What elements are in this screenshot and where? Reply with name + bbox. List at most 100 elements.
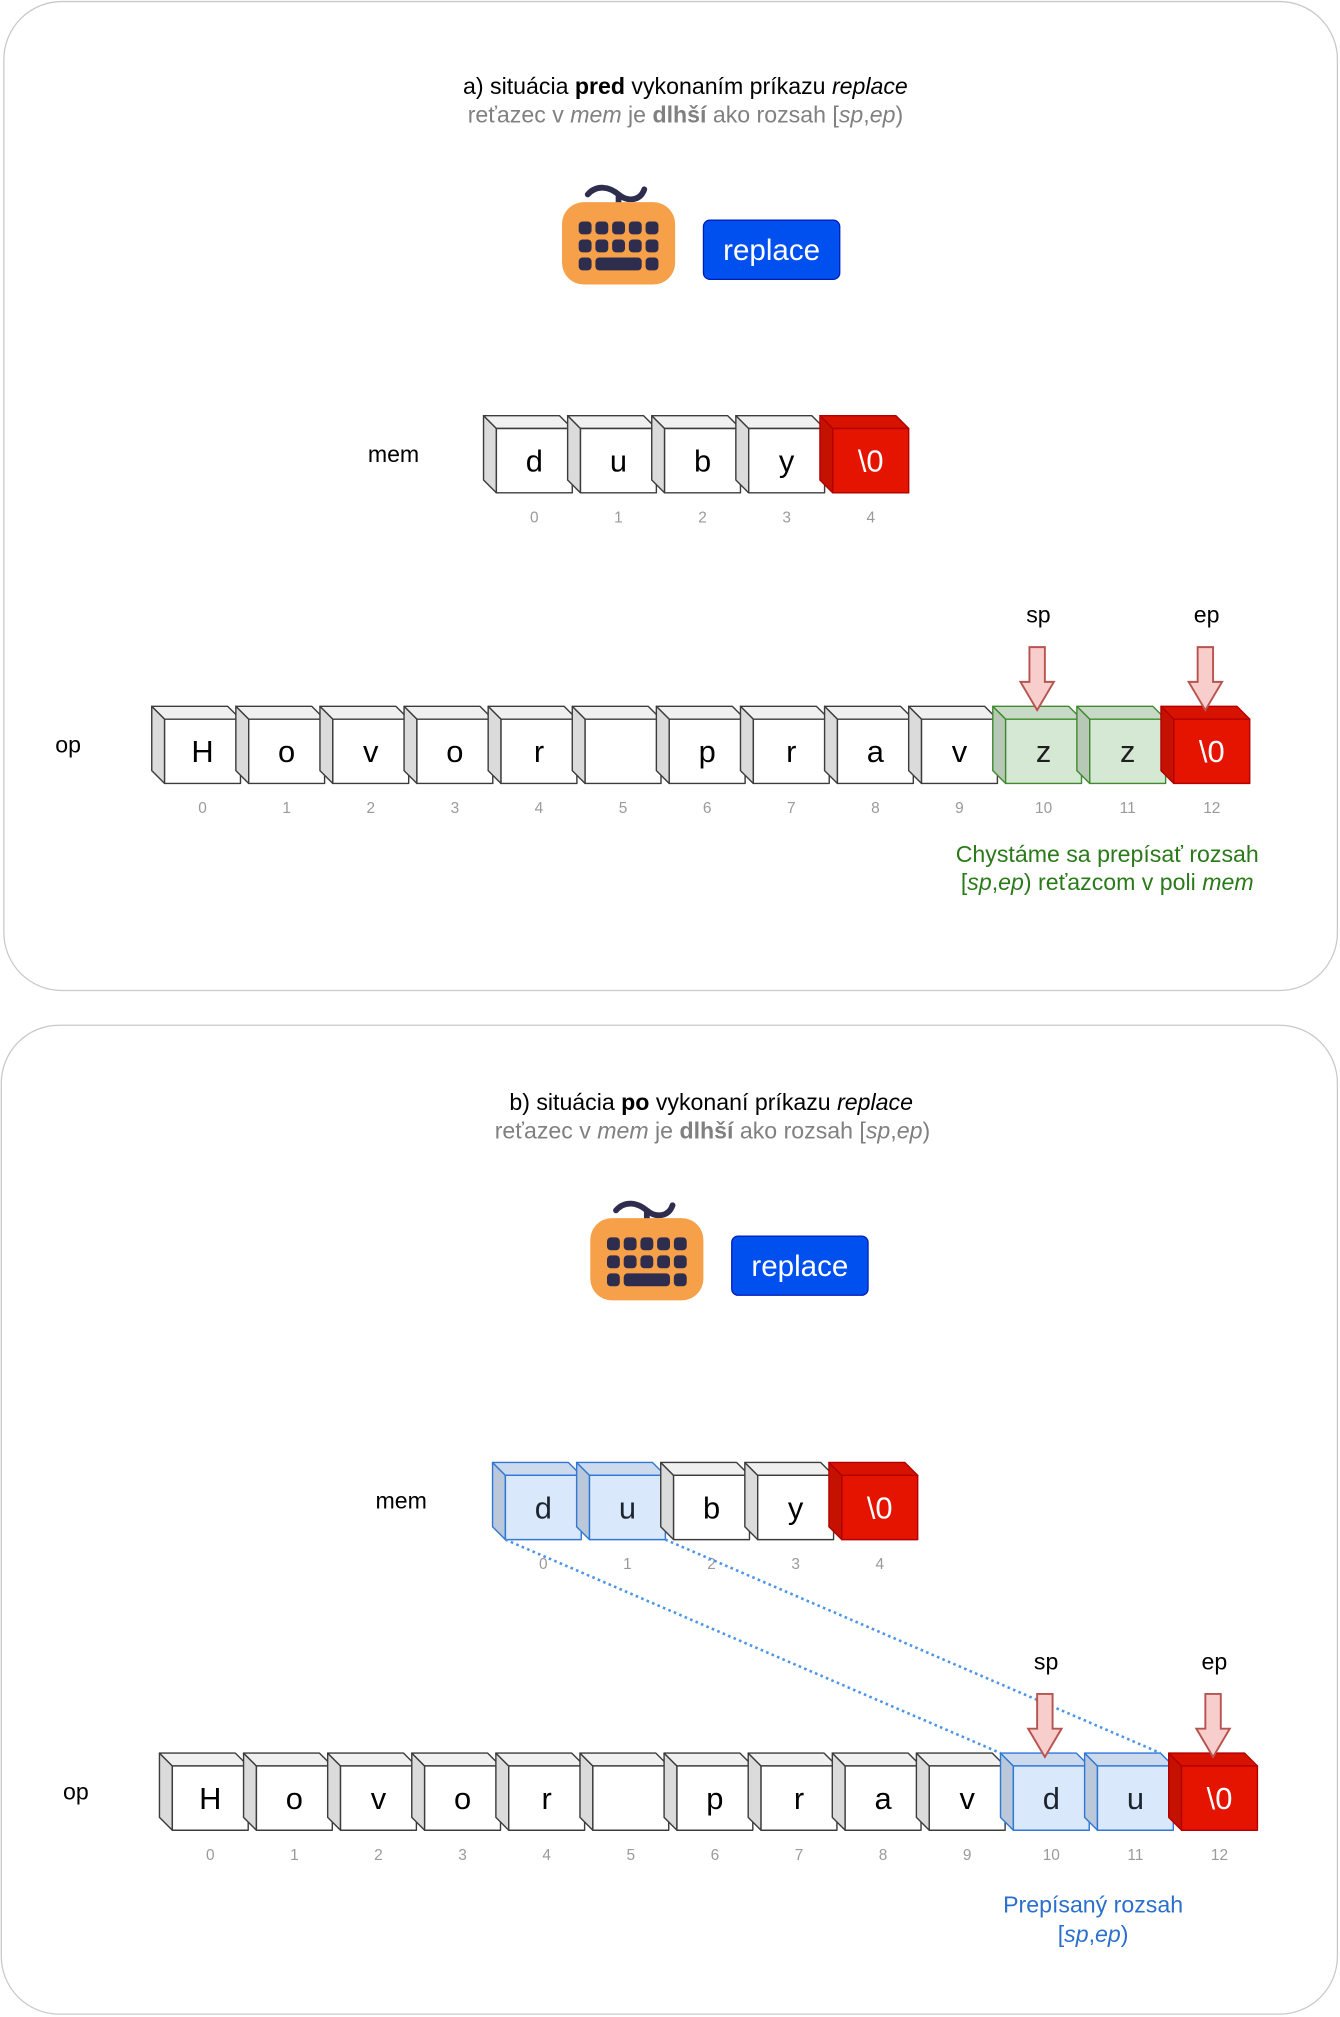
op-index-label: 7 [795,1847,804,1864]
op-index-label: 2 [366,800,375,817]
op-cell-value: o [286,1781,303,1816]
mem-cell-4: \0 [819,414,910,494]
cube-front [836,718,915,785]
subtitle-text: ako rozsah [ [733,1117,866,1143]
op-cell-3: o [411,1752,502,1831]
subtitle-text: ako rozsah [ [706,101,839,127]
cube-top [819,414,910,430]
cube-top [326,1752,418,1767]
cube-front [1089,718,1167,785]
op-cell-value: v [959,1781,975,1816]
op-index-label: 6 [703,800,712,817]
panel-after: b) situácia po vykonaní príkazu replace … [0,1024,1339,2015]
mem-cell-value: y [788,1490,804,1525]
cube-front [841,1474,919,1541]
op-cell-6: p [663,1752,754,1831]
op-cell-2: v [326,1752,418,1831]
title-command: replace [837,1089,913,1115]
op-index-label: 2 [374,1847,383,1864]
op-cell-value: r [786,734,796,769]
subtitle-mem: mem [570,101,621,127]
op-index-label: 12 [1203,800,1220,817]
op-cell-value: a [875,1781,893,1816]
cube-front [171,1765,249,1831]
mem-cell-value: b [694,444,711,479]
op-cell-1: o [242,1752,334,1831]
cube-top [828,1461,919,1477]
op-cell-7: r [747,1752,838,1831]
op-index-label: 8 [879,1847,888,1864]
pointer-label: ep [1201,1648,1227,1674]
subtitle-text: reťazec v [468,101,571,127]
cube-top [491,1461,582,1477]
op-cell-value: H [191,734,213,769]
cube-top [1076,705,1167,720]
op-index-label: 4 [535,800,544,817]
mem-cell-value: d [535,1490,552,1525]
op-cell-10: d [999,1752,1090,1831]
pointer-label: sp [1026,602,1050,628]
op-index-label: 0 [206,1847,215,1864]
note-line: Prepísaný rozsah [1003,1892,1183,1918]
cube-top [655,705,746,720]
mem-cell-value: u [610,444,627,479]
mem-index-label: 1 [614,509,623,526]
note-text: ) reťazcom v poli [1024,869,1202,895]
cube-top [744,1461,835,1477]
op-cell-9: v [907,705,999,785]
cube-top [747,1752,838,1767]
cube-front [588,1474,667,1541]
op-index-label: 8 [871,800,880,817]
note-line: [sp,ep) reťazcom v poli mem [961,869,1254,895]
op-index-label: 9 [955,800,964,817]
note-text: , [992,869,998,895]
op-index-label: 10 [1043,1847,1060,1864]
op-index-label: 1 [290,1847,299,1864]
op-index-label: 10 [1035,800,1052,817]
down-arrow-icon [1186,646,1224,713]
op-index-label: 6 [711,1847,720,1864]
cube-top [242,1752,334,1767]
cube-top [319,705,410,720]
note-ep: ep [1095,1921,1121,1947]
mem-cell-value: y [779,444,795,479]
cube-top [411,1752,502,1767]
mem-cell-value: u [619,1490,636,1525]
subtitle-text: , [863,101,869,127]
sp-pointer: sp [1018,602,1056,713]
mem-index-label: 0 [530,509,539,526]
subtitle-sp: sp [866,1117,891,1143]
cube-front [844,1765,922,1831]
op-cell-0: H [158,1752,249,1831]
op-cell-value: r [794,1781,804,1816]
op-index-label: 4 [542,1847,551,1864]
title-emphasis: pred [575,73,625,99]
copy-links [504,1538,1161,1755]
cube-top [487,705,578,720]
op-index-label: 5 [619,800,628,817]
replace-command-button: replace [731,1235,869,1296]
mem-cell-3: y [735,414,826,494]
subtitle-emphasis: dlhší [652,101,708,127]
cube-top [158,1752,249,1767]
note-mem: mem [1202,869,1253,895]
subtitle-text: je [649,1117,680,1143]
cube-front [663,427,742,494]
cube-front [584,718,662,785]
cube-front [756,1474,835,1541]
op-cell-value: H [199,1781,221,1816]
copy-mapping-line [664,1538,1161,1755]
panel-title: b) situácia po vykonaní príkazu replace [509,1089,913,1115]
title-text: vykonaním príkazu [625,73,832,99]
panel-before: a) situácia pred vykonaním príkazu repla… [3,0,1339,992]
op-label: op [63,1778,89,1804]
cube-front [668,718,746,785]
title-text: b) situácia [509,1089,621,1115]
cube-top [235,705,326,720]
note-line: [sp,ep) [1058,1921,1129,1947]
mem-index-label: 3 [791,1556,800,1573]
